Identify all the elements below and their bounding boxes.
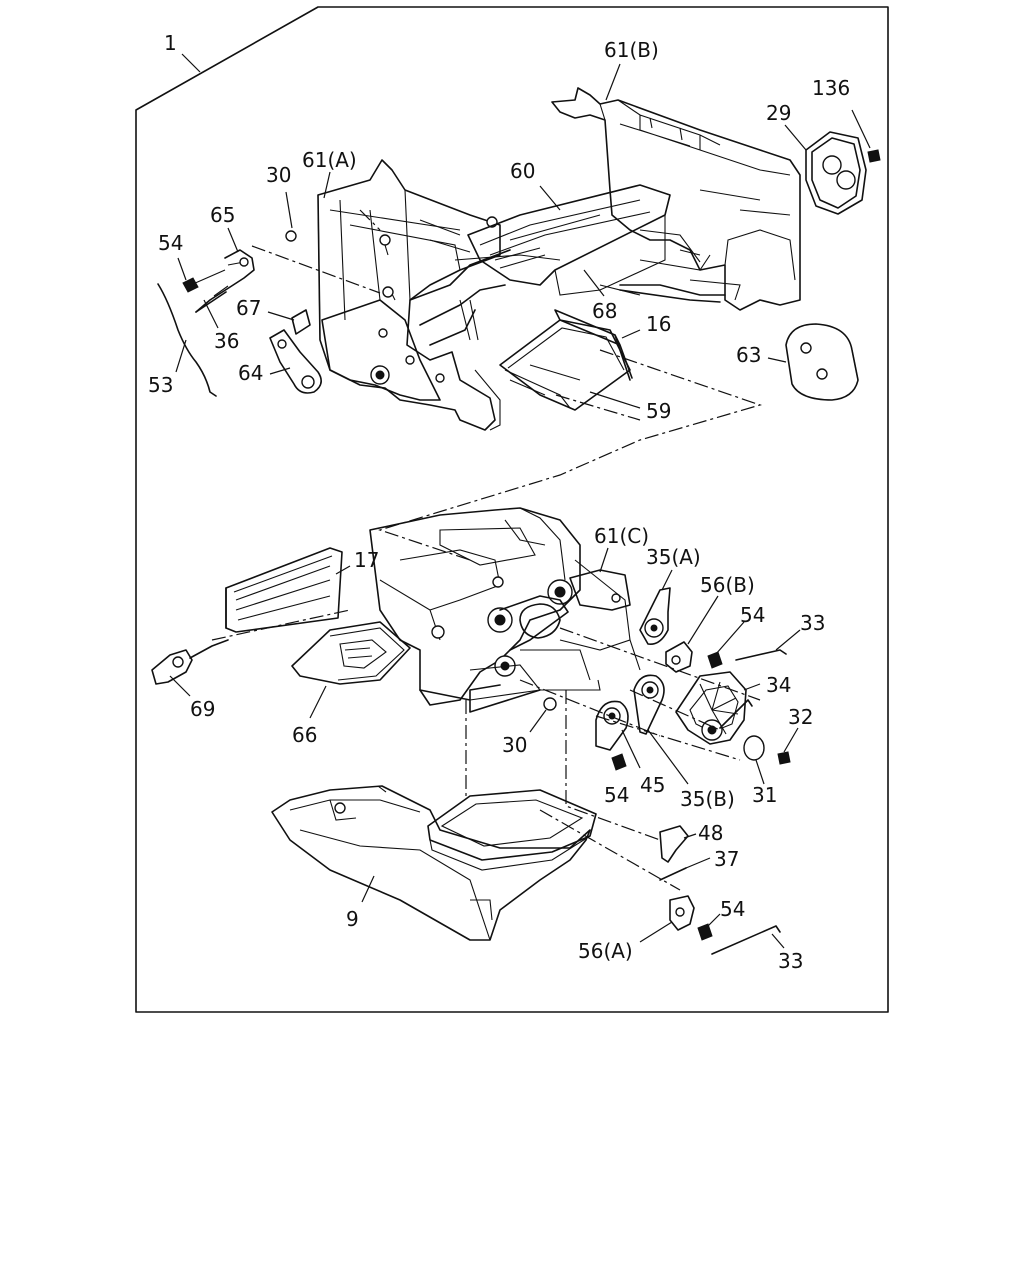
label-1: 1 — [164, 31, 177, 55]
part-60-leader — [539, 185, 561, 211]
label-32: 32 — [788, 705, 813, 729]
label-59: 59 — [646, 399, 671, 423]
part-66-door — [291, 621, 411, 719]
label-68: 68 — [592, 299, 617, 323]
label-63: 63 — [736, 343, 761, 367]
part-35a-lever — [639, 569, 673, 646]
diagram-frame — [135, 6, 889, 1013]
part-34-sector-gear — [675, 671, 761, 745]
label-45: 45 — [640, 773, 665, 797]
part-35b-lever — [633, 674, 689, 785]
part-54-screw-c — [611, 753, 627, 771]
dash-lines-middle — [211, 609, 761, 891]
part-16-leader — [621, 329, 641, 339]
part-36-rod — [195, 291, 227, 329]
label-48: 48 — [698, 821, 723, 845]
label-34: 34 — [766, 673, 791, 697]
label-33-lower: 33 — [778, 949, 803, 973]
part-33-rod-b — [711, 925, 785, 955]
label-61c: 61(C) — [594, 524, 649, 548]
part-69-actuator — [151, 639, 229, 697]
part-54-screw-a — [177, 257, 226, 293]
part-54-screw-d — [697, 913, 721, 941]
label-17: 17 — [354, 548, 379, 572]
label-66: 66 — [292, 723, 317, 747]
part-68-leader — [583, 269, 605, 297]
part-54-screw-b — [707, 621, 745, 669]
leader-1 — [181, 53, 201, 73]
part-31-washer — [743, 735, 765, 785]
label-54-middle-lower: 54 — [604, 783, 629, 807]
label-30-upper: 30 — [266, 163, 291, 187]
part-136-screw — [851, 109, 881, 163]
part-37-pin — [659, 857, 711, 881]
lower-case-part-9 — [271, 785, 597, 941]
part-53-cable — [157, 283, 217, 397]
label-29: 29 — [766, 101, 791, 125]
part-29-gasket — [784, 124, 867, 215]
part-56a-bracket — [639, 895, 695, 943]
part-56b-bracket — [665, 595, 719, 673]
label-30-lower: 30 — [502, 733, 527, 757]
part-64-link — [269, 329, 322, 394]
label-65: 65 — [210, 203, 235, 227]
part-65-lever — [195, 227, 255, 313]
label-53: 53 — [148, 373, 173, 397]
part-63-seal — [767, 323, 859, 401]
label-136: 136 — [812, 76, 850, 100]
label-35a: 35(A) — [646, 545, 701, 569]
label-33-upper: 33 — [800, 611, 825, 635]
part-61a-leader — [323, 171, 331, 199]
part-30-screw-a — [285, 191, 297, 242]
label-67: 67 — [236, 296, 261, 320]
part-61b-leader — [605, 63, 621, 101]
label-37: 37 — [714, 847, 739, 871]
part-30-screw-b — [529, 697, 557, 733]
label-16: 16 — [646, 312, 671, 336]
part-labels: 1 61(B) 136 29 30 61(A) 60 65 54 67 68 1… — [148, 31, 850, 973]
label-60: 60 — [510, 159, 535, 183]
label-69: 69 — [190, 697, 215, 721]
label-36: 36 — [214, 329, 239, 353]
part-33-rod-a — [735, 629, 801, 661]
part-59-leader — [589, 391, 641, 409]
label-31: 31 — [752, 783, 777, 807]
part-48-bracket — [659, 825, 697, 863]
part-32-screw — [777, 727, 799, 765]
label-9: 9 — [346, 907, 359, 931]
label-56a: 56(A) — [578, 939, 633, 963]
label-56b: 56(B) — [700, 573, 755, 597]
part-17-filter — [225, 547, 351, 633]
label-54-middle-right: 54 — [740, 603, 765, 627]
label-61b: 61(B) — [604, 38, 659, 62]
label-54-lower: 54 — [720, 897, 745, 921]
upper-housing-assembly — [251, 87, 801, 561]
label-35b: 35(B) — [680, 787, 735, 811]
label-54-upper: 54 — [158, 231, 183, 255]
part-67-clip — [267, 309, 311, 335]
label-64: 64 — [238, 361, 263, 385]
middle-housing-assembly — [369, 507, 641, 713]
label-61a: 61(A) — [302, 148, 357, 172]
